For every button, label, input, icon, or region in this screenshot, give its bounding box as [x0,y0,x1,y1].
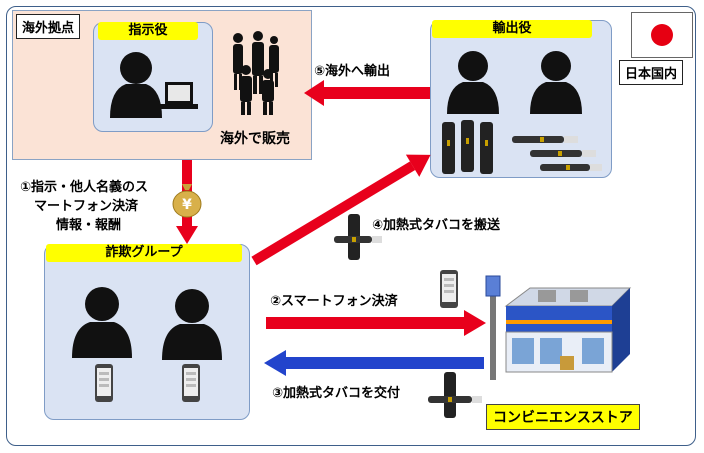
exporter-person-icon-2 [530,51,582,114]
step4-label: ④加熱式タバコを搬送 [372,218,501,233]
sell-overseas-label: 海外で販売 [220,131,290,147]
step2-smartphone-icon [440,270,458,308]
step3-handover-arrow [264,350,484,376]
step5-export-arrow [304,80,430,106]
exporter-person-icon-1 [447,51,499,114]
director-person-icon [110,52,162,118]
step1-label-line3: 情報・報酬 [56,218,122,233]
step5-label: ⑤海外へ輸出 [314,64,391,79]
yen-symbol: ¥ [182,197,192,213]
convenience-store-label: コンビニエンスストア [486,404,640,430]
exporter-header: 輸出役 [432,20,592,38]
money-bag-icon: ¥ [172,184,202,218]
japan-domestic-label: 日本国内 [619,60,684,85]
step2-label: ②スマートフォン決済 [270,294,398,309]
flag-red-disc [651,24,673,46]
director-header: 指示役 [98,22,198,40]
crowd-silhouette-icon [233,31,279,115]
japan-border-frame [6,6,696,446]
smartphone-icon-1 [95,364,113,402]
step2-payment-arrow [266,310,486,336]
step3-label: ③加熱式タバコを交付 [272,386,401,401]
tobacco-devices-icon [442,120,493,174]
step1-label-line1: ①指示・他人名義のス [20,180,149,195]
japan-flag [631,12,693,58]
smartphone-icon-2 [182,364,200,402]
convenience-store-icon [485,275,632,380]
fraud-person-icon-2 [162,289,222,360]
step1-label-line2: マートフォン決済 [34,199,139,214]
laptop-icon [160,82,198,109]
overseas-tag: 海外拠点 [16,14,81,39]
fraud-group-header: 詐欺グループ [46,244,242,262]
tobacco-sticks-icon [512,136,602,171]
fraud-person-icon-1 [72,287,132,358]
step4-tobacco-icon [334,214,382,260]
step3-tobacco-icon [428,372,482,418]
